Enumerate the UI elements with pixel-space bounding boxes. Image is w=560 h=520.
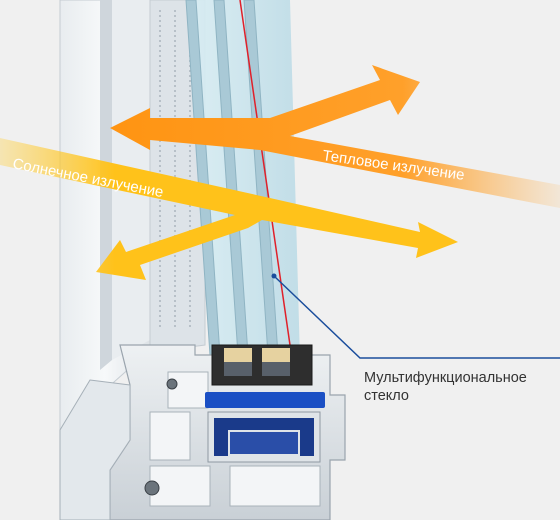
callout-line-2: стекло: [364, 388, 409, 404]
screw-icon: [144, 480, 160, 496]
callout-line: [271, 273, 560, 359]
low-e-coating-line: [239, 0, 291, 346]
screw-icon: [166, 378, 178, 390]
callout-line-1: Мультифункциональное: [364, 370, 527, 386]
solar-radiation-arrow: [0, 138, 458, 280]
window-frame: [59, 0, 206, 432]
thermal-radiation-arrow: [110, 65, 560, 208]
glass-callout: Мультифункциональное стекло: [364, 369, 554, 405]
pvc-profile: [59, 344, 346, 520]
blue-seal: [205, 392, 325, 408]
